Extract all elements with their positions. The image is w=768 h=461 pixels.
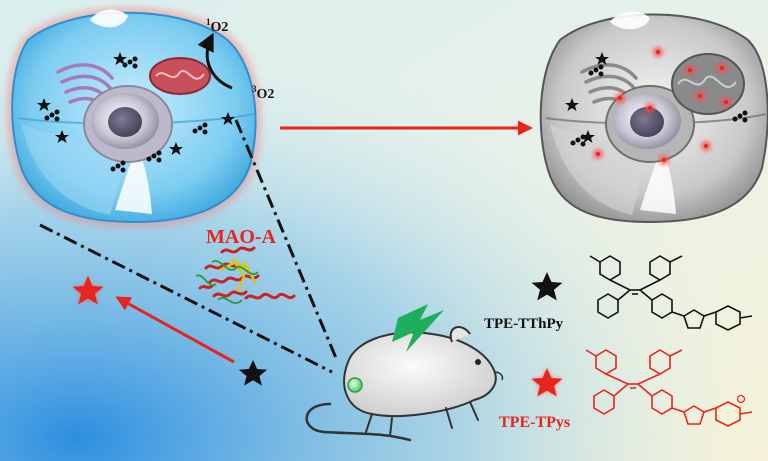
- triplet-oxygen-sup: 3: [252, 84, 257, 94]
- enzyme-cluster-icon: [44, 56, 208, 173]
- structure-tpe-tpys: [585, 349, 753, 427]
- product-label: TPE-TPys: [499, 414, 571, 431]
- product-star-icon-left: [72, 276, 104, 305]
- oxygen-cycle-arrow: [197, 32, 233, 90]
- legend-product-star-icon: [531, 368, 563, 397]
- enzyme-cluster-icon: [570, 64, 748, 147]
- probe-star-icon: [565, 52, 609, 143]
- mao-a-protein-icon: [195, 246, 296, 304]
- singlet-oxygen-label: 1O2: [206, 17, 228, 36]
- singlet-oxygen-text: O2: [210, 20, 229, 35]
- structure-tpe-tthpy: [589, 255, 753, 331]
- singlet-oxygen-sup: 1: [206, 17, 211, 27]
- probe-star-icon: [37, 52, 235, 155]
- cell-after: [539, 11, 768, 224]
- triplet-oxygen-label: 3O2: [252, 84, 274, 103]
- enzyme-label: MAO-A: [206, 226, 276, 248]
- legend-probe-star-icon: [531, 272, 563, 301]
- laser-spot-icon: [347, 377, 363, 393]
- triplet-oxygen-text: O2: [256, 87, 275, 102]
- probe-star-icon-mouse: [238, 360, 268, 386]
- product-glow-dots: [593, 47, 731, 165]
- lightning-icon: [392, 304, 444, 352]
- reaction-arrow: [115, 296, 235, 364]
- zoom-guide-lines: [39, 119, 338, 374]
- mouse-icon: [305, 326, 504, 442]
- probe-label: TPE-TThPy: [484, 316, 564, 332]
- cell-before: [7, 7, 261, 228]
